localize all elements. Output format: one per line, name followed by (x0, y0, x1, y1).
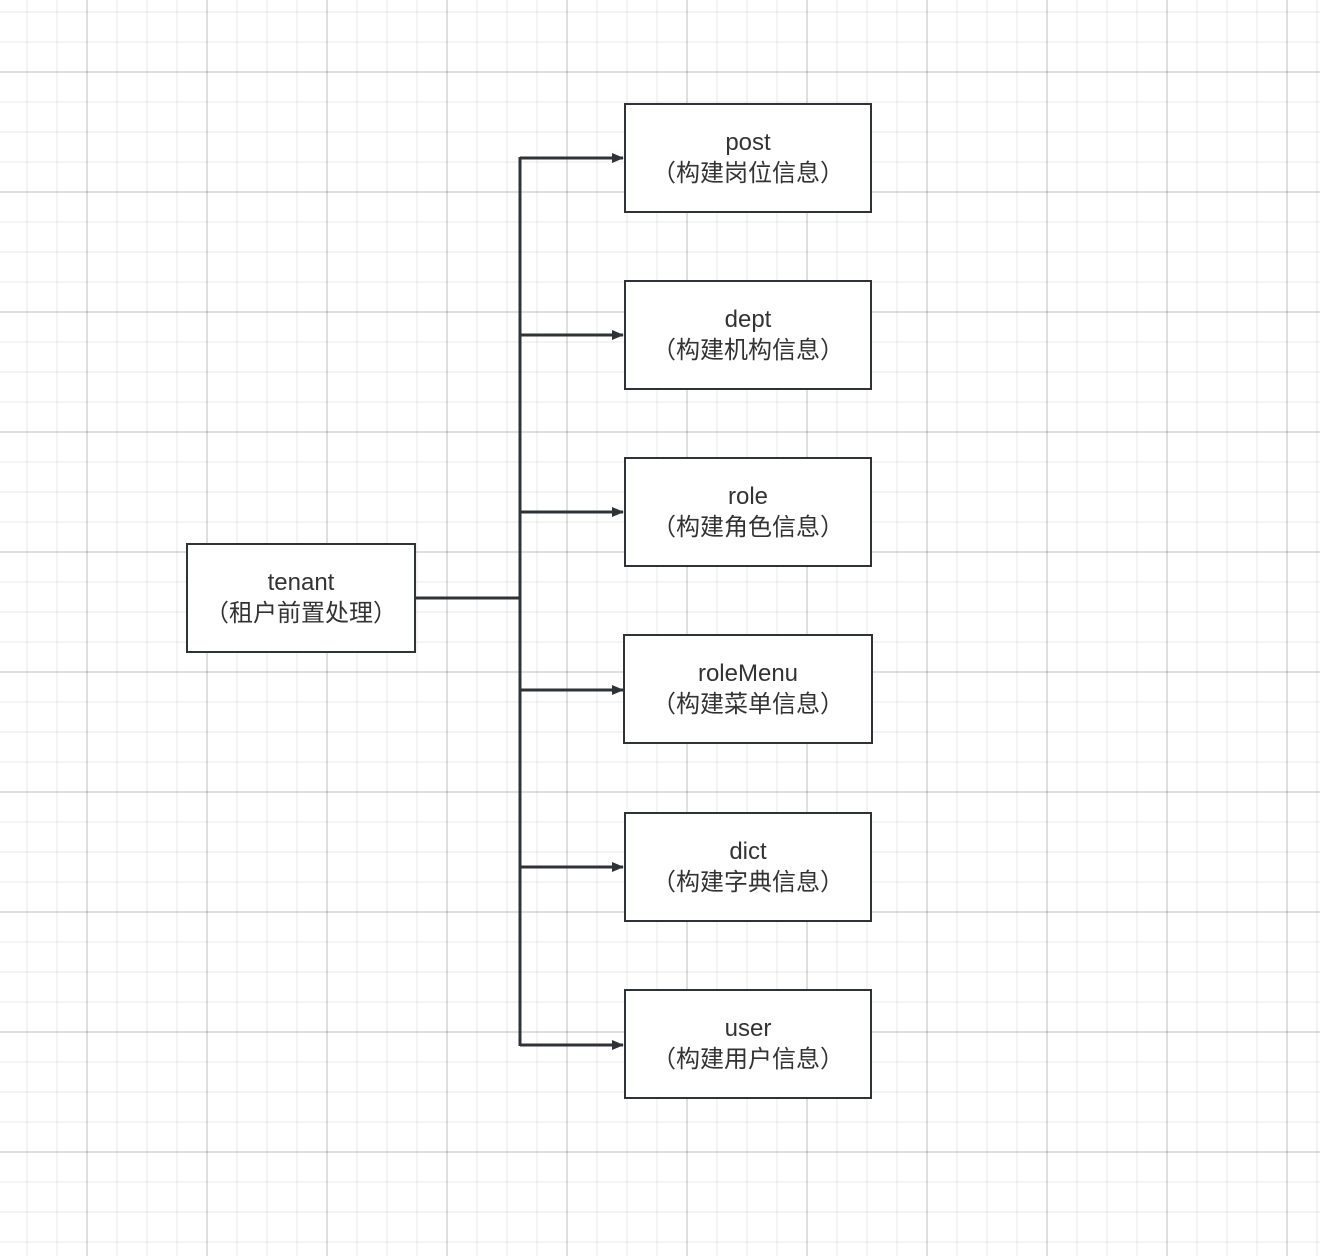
node-desc: （构建岗位信息） (652, 160, 844, 187)
node-name: tenant (267, 569, 335, 596)
node-rolemenu[interactable]: roleMenu （构建菜单信息） (623, 634, 873, 744)
node-dict[interactable]: dict （构建字典信息） (624, 812, 872, 922)
node-name: roleMenu (697, 660, 799, 687)
node-desc: （构建菜单信息） (652, 691, 844, 718)
node-name: dict (729, 838, 767, 865)
node-desc: （构建角色信息） (652, 514, 844, 541)
node-desc: （租户前置处理） (205, 600, 397, 627)
node-post[interactable]: post （构建岗位信息） (624, 103, 872, 213)
node-desc: （构建机构信息） (652, 337, 844, 364)
node-name: post (725, 129, 771, 156)
node-desc: （构建字典信息） (652, 869, 844, 896)
node-user[interactable]: user （构建用户信息） (624, 989, 872, 1099)
node-tenant[interactable]: tenant （租户前置处理） (186, 543, 416, 653)
node-name: role (727, 483, 769, 510)
node-desc: （构建用户信息） (652, 1046, 844, 1073)
node-name: user (724, 1015, 772, 1042)
node-dept[interactable]: dept （构建机构信息） (624, 280, 872, 390)
node-name: dept (724, 306, 772, 333)
node-role[interactable]: role （构建角色信息） (624, 457, 872, 567)
